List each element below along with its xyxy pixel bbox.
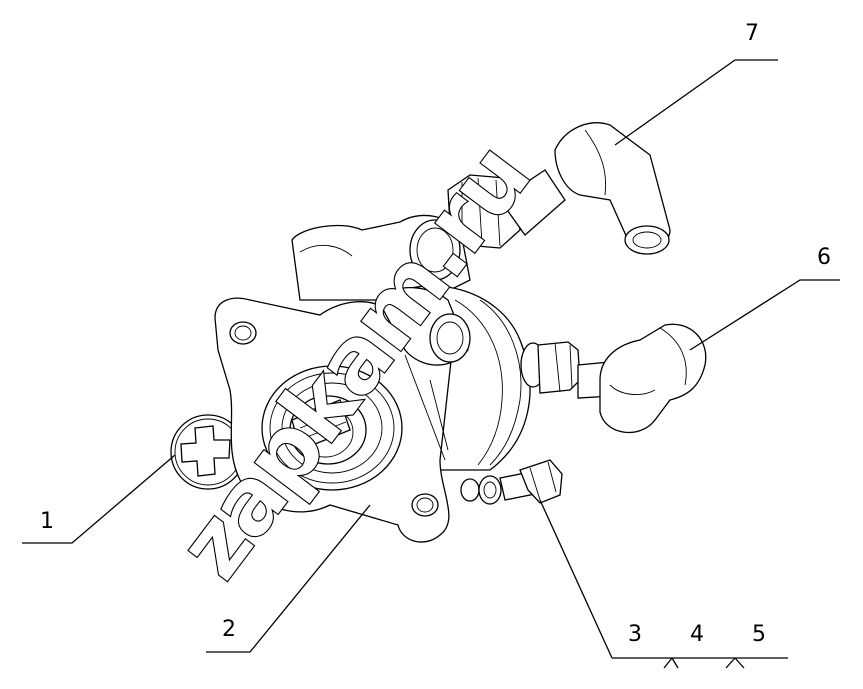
callout-2: 2 (222, 617, 236, 642)
callout-7: 7 (745, 21, 759, 46)
leader-line-6 (689, 279, 840, 351)
leader-tick-5 (725, 657, 745, 669)
leader-line-1 (22, 454, 176, 544)
callout-3: 3 (628, 622, 642, 647)
part-7-elbow-fitting (447, 122, 671, 255)
callout-labels: 1 2 3 4 5 6 7 (40, 21, 831, 647)
leader-lines (22, 59, 840, 669)
leader-line-2 (206, 504, 371, 653)
callout-6: 6 (817, 245, 831, 270)
leader-line-3 (539, 499, 613, 659)
leader-line-7 (614, 59, 778, 146)
part-2-pump-body (214, 214, 531, 543)
part-3-4-5-bolt-washers (460, 459, 563, 505)
leader-tick-4 (663, 657, 679, 669)
callout-1: 1 (40, 509, 54, 534)
part-6-elbow-fitting (520, 323, 707, 434)
callout-5: 5 (752, 622, 766, 647)
callout-4: 4 (690, 622, 704, 647)
